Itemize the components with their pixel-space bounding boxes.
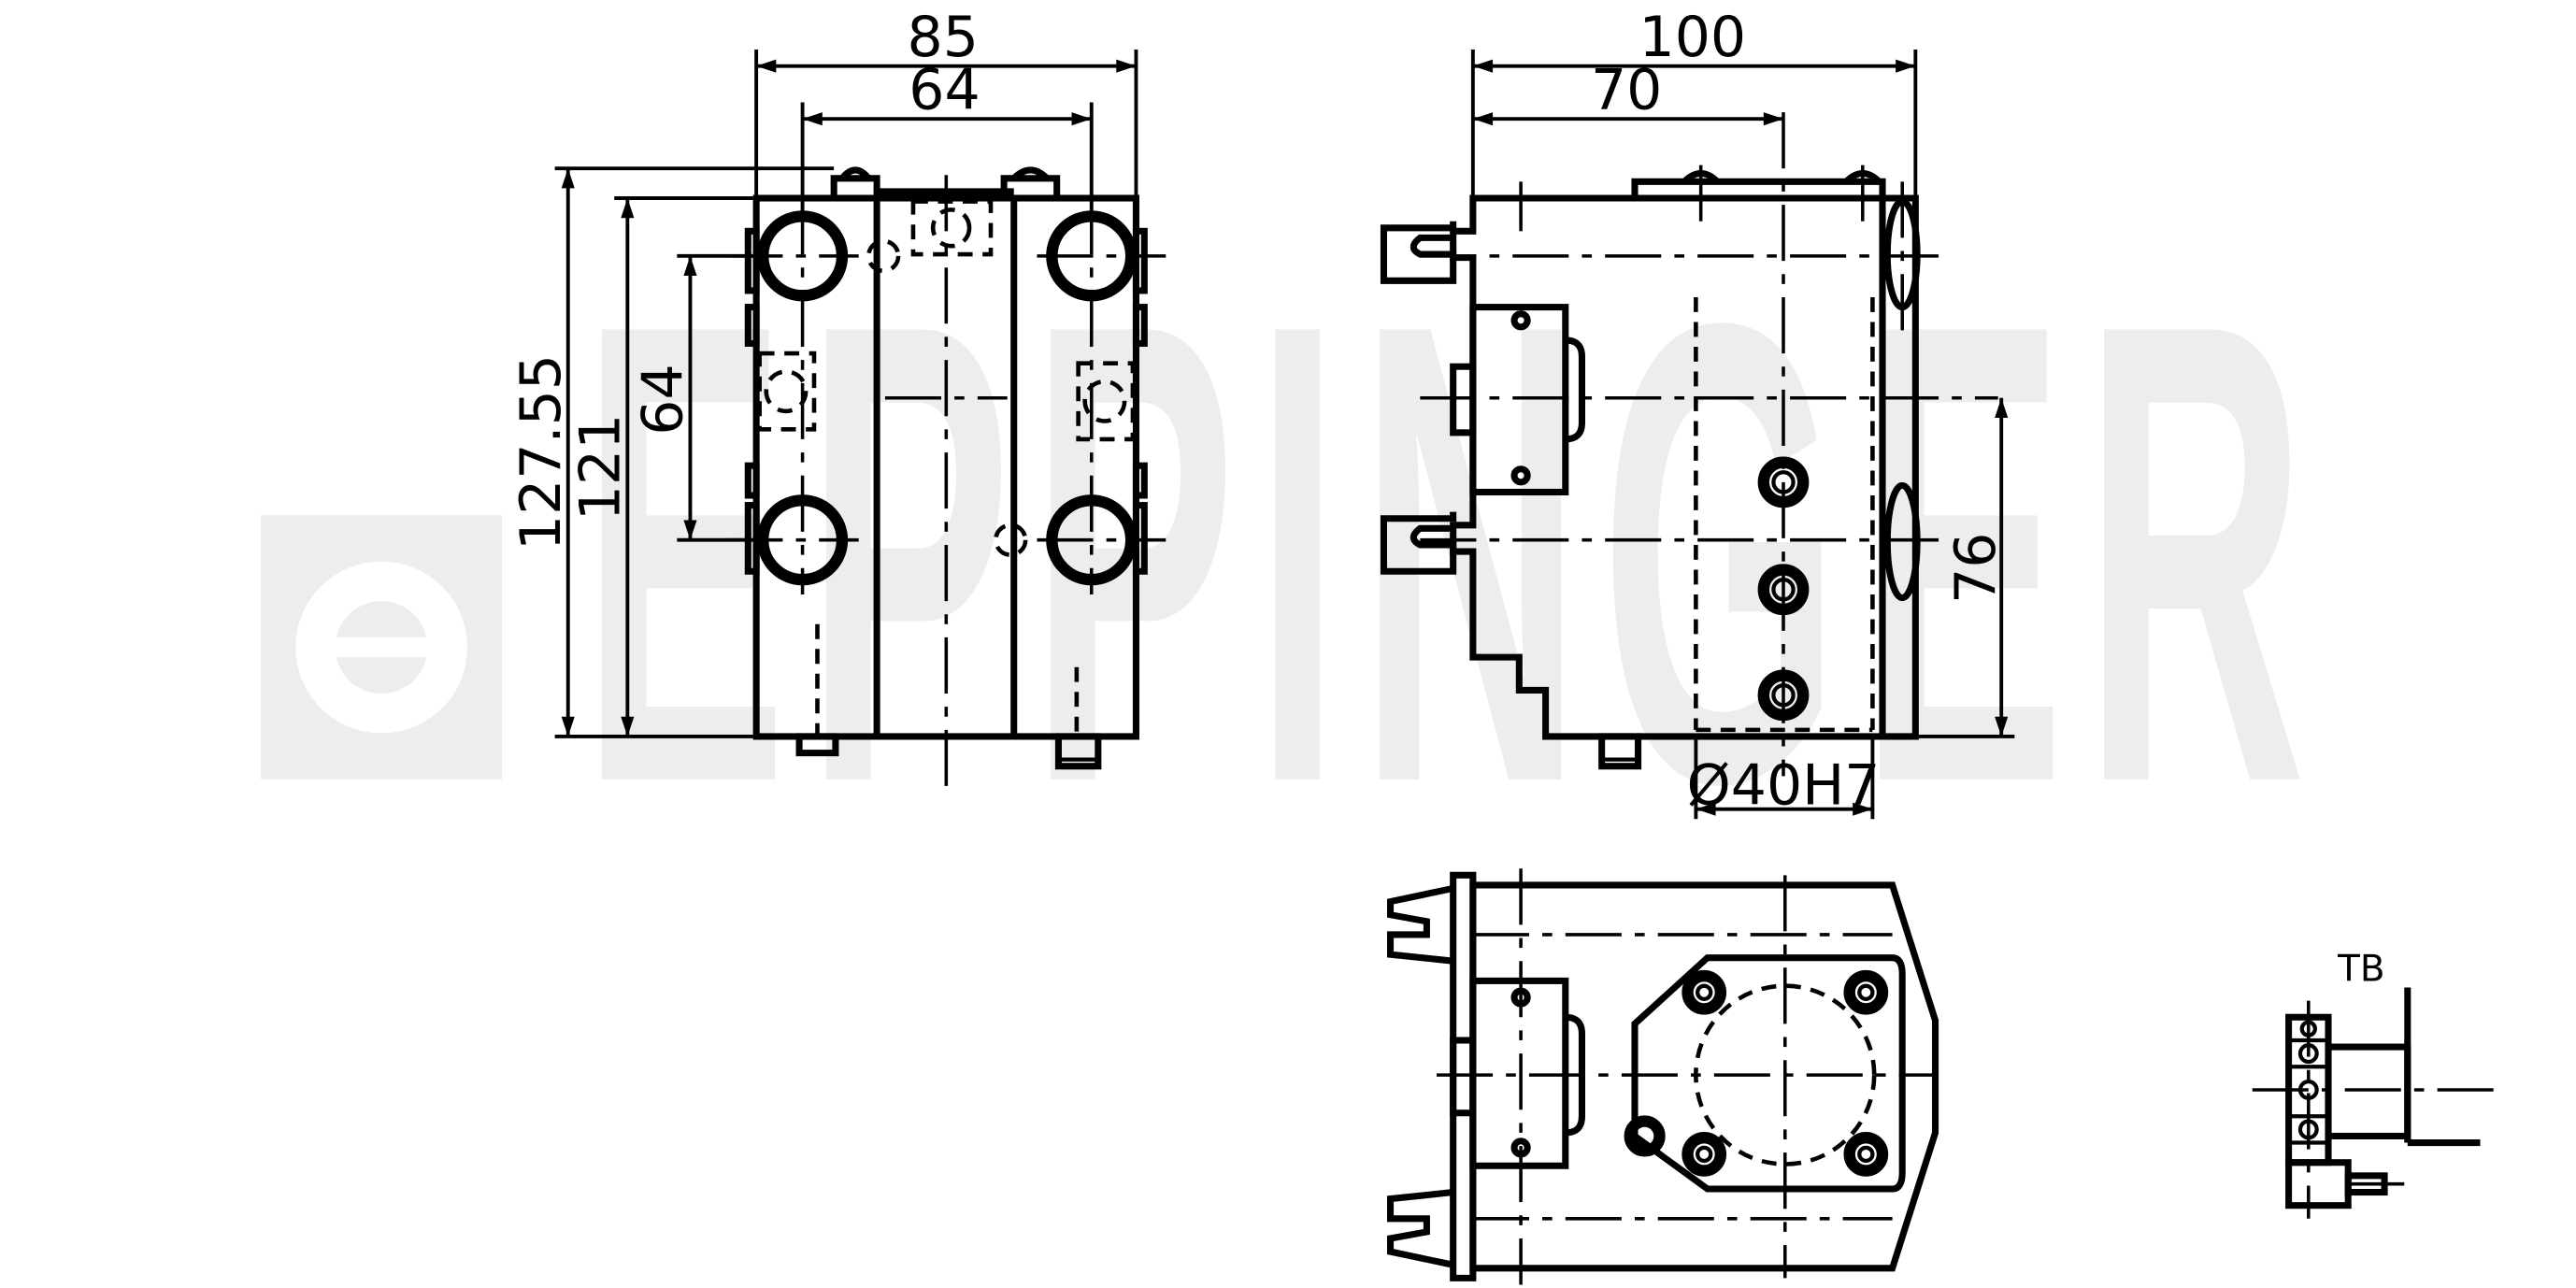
side-claw-top	[1380, 221, 1457, 284]
top-claw-lower	[1387, 1189, 1454, 1268]
tb-symbol: TB	[2252, 948, 2494, 1219]
dim-label-100: 100	[1639, 5, 1747, 70]
front-dimensions: 85 64 127.55 121 64	[508, 5, 1138, 738]
top-claw-upper	[1387, 885, 1454, 965]
eppinger-watermark: EPPINGER	[261, 189, 2285, 919]
flange-screw-tr	[1843, 969, 1889, 1015]
hidden-screw-top	[910, 199, 994, 257]
dim-label-64-width: 64	[909, 58, 980, 123]
dim-label-64-height: 64	[631, 364, 696, 435]
dim-label-121: 121	[568, 414, 634, 522]
dim-label-76: 76	[1943, 533, 2009, 604]
side-dimensions: 100 70 76 Ø40H7	[1470, 5, 2015, 820]
tb-holder	[2285, 1159, 2352, 1209]
dim-label-85: 85	[908, 5, 979, 70]
flange-plate	[1631, 954, 1906, 1193]
side-view	[1380, 112, 1998, 777]
flange-screw-tl	[1682, 969, 1727, 1015]
side-body-outline	[1450, 194, 1919, 740]
front-bottom-pin-right	[1054, 733, 1102, 770]
flange-screw-br	[1843, 1132, 1889, 1177]
hidden-screw-right	[1076, 361, 1136, 442]
dim-label-127-55: 127.55	[508, 354, 574, 551]
flange-screw-bl	[1682, 1132, 1727, 1177]
watermark-logo-mark	[295, 561, 467, 734]
dim-label-bore: Ø40H7	[1686, 752, 1880, 818]
top-view	[1387, 868, 1939, 1285]
dim-label-70: 70	[1591, 58, 1662, 123]
side-claw-bottom	[1380, 511, 1457, 575]
hidden-screw-left	[757, 351, 817, 432]
tb-label: TB	[2337, 948, 2384, 990]
